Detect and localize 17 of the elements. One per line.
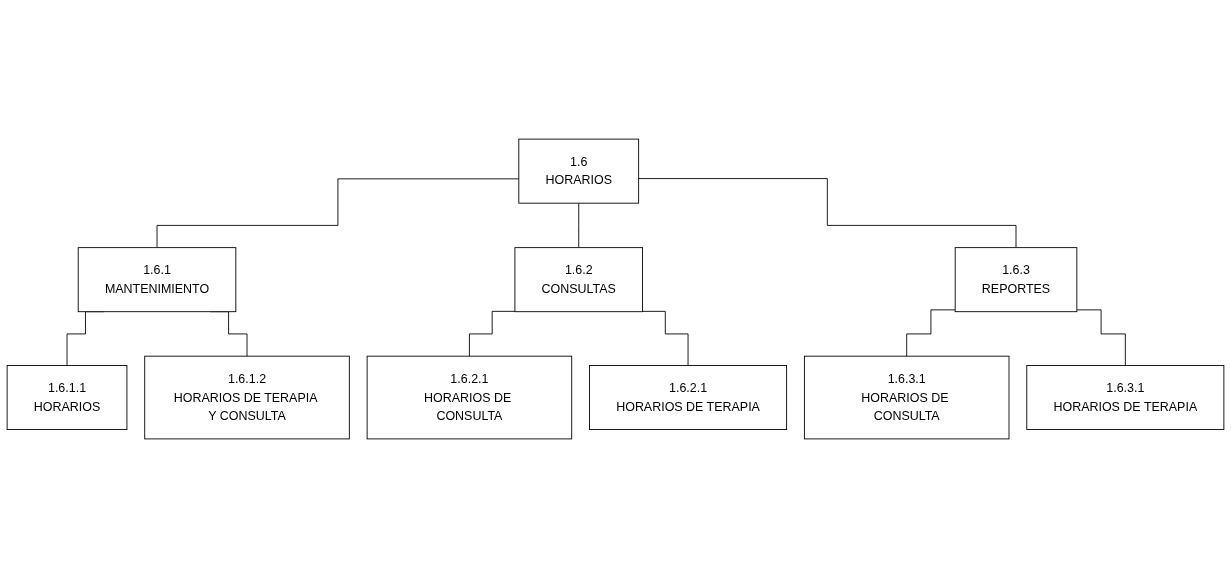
connector	[906, 309, 956, 358]
node-box: 1.6 HORARIOS	[518, 139, 640, 205]
connector	[156, 178, 520, 249]
node-box: 1.6.2.1 HORARIOS DE TERAPIA	[589, 365, 788, 431]
connector	[638, 178, 1017, 249]
node-box: 1.6.1 MANTENIMIENTO	[77, 247, 237, 313]
node-box: 1.6.2.1 HORARIOS DE CONSULTA	[366, 356, 573, 440]
node-box: 1.6.1.1 HORARIOS	[6, 365, 128, 431]
node-box: 1.6.2 CONSULTAS	[514, 247, 643, 313]
node-box: 1.6.3.1 HORARIOS DE TERAPIA	[1026, 365, 1225, 431]
node-box: 1.6.1.2 HORARIOS DE TERAPIA Y CONSULTA	[144, 356, 350, 440]
node-box: 1.6.3 REPORTES	[954, 247, 1078, 313]
node-box: 1.6.3.1 HORARIOS DE CONSULTA	[803, 356, 1010, 440]
connector	[468, 311, 516, 358]
connector	[578, 203, 580, 249]
connector	[1076, 309, 1126, 367]
connector	[642, 311, 689, 367]
